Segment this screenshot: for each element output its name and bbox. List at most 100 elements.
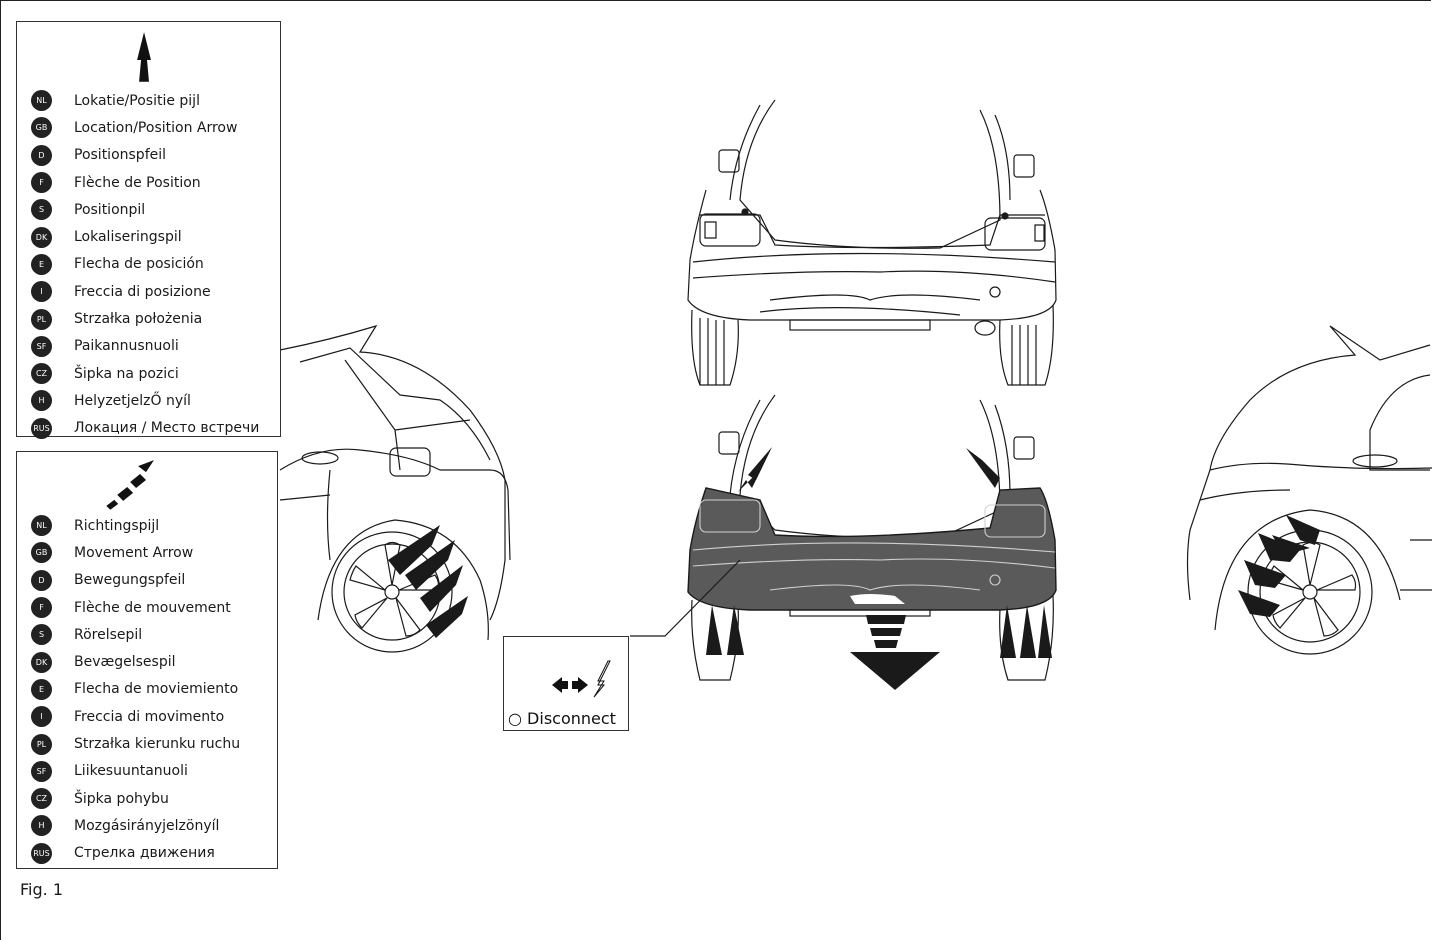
legend-row: I Freccia di posizione — [31, 278, 259, 305]
legend-row: F Flèche de Position — [31, 169, 259, 196]
language-code-badge: SF — [31, 760, 52, 782]
legend-label: Mozgásirányjelzönyíl — [74, 817, 220, 834]
legend-label: Freccia di posizione — [74, 283, 211, 300]
legend-row: H Mozgásirányjelzönyíl — [31, 812, 240, 839]
legend-row: I Freccia di movimento — [31, 703, 240, 730]
legend-label: Flecha de moviemiento — [74, 681, 239, 698]
language-code-badge: S — [31, 624, 52, 646]
right-car-side-view — [1186, 325, 1432, 655]
legend-label: Movement Arrow — [74, 544, 194, 561]
disconnect-callout: ○ Disconnect — [503, 636, 629, 731]
language-code-badge: SF — [31, 335, 52, 357]
left-car-movement-arrows — [388, 525, 468, 638]
legend-row: RUS Локация / Место встречи — [31, 415, 259, 442]
legend-label: Flecha de posición — [74, 256, 204, 273]
legend-row: NL Richtingspijl — [31, 512, 240, 539]
legend-row: E Flecha de posición — [31, 251, 259, 278]
legend-row: RUS Стрелка движения — [31, 840, 240, 867]
legend-label: Strzałka położenia — [74, 311, 203, 328]
language-code-badge: E — [31, 253, 52, 275]
legend-label: Paikannusnuoli — [74, 338, 179, 355]
rear-position-arrows — [738, 447, 1000, 492]
legend-label: Стрелка движения — [74, 845, 215, 862]
legend-label: Location/Position Arrow — [74, 119, 238, 136]
language-code-badge: PL — [31, 733, 52, 755]
legend-row: F Flèche de mouvement — [31, 594, 240, 621]
language-code-badge: CZ — [31, 363, 52, 385]
legend-row: PL Strzałka kierunku ruchu — [31, 730, 240, 757]
legend-label: Bevægelsespil — [74, 654, 176, 671]
legend-row: CZ Šipka na pozici — [31, 360, 259, 387]
rear-view-bottom — [691, 394, 1054, 681]
legend-label: Šipka pohybu — [74, 790, 169, 807]
language-code-badge: H — [31, 815, 52, 837]
legend-row: CZ Šipka pohybu — [31, 785, 240, 812]
legend-label: Lokatie/Positie pijl — [74, 92, 200, 109]
figure-label: Fig. 1 — [20, 880, 63, 899]
legend-label: Flèche de Position — [74, 174, 201, 191]
legend-row: DK Bevægelsespil — [31, 648, 240, 675]
language-code-badge: E — [31, 678, 52, 700]
solid-up-arrow-icon — [137, 32, 151, 82]
language-code-badge: DK — [31, 651, 52, 673]
legend-row: D Bewegungspfeil — [31, 567, 240, 594]
unplug-connector-icon — [552, 660, 611, 698]
legend-label: Freccia di movimento — [74, 708, 225, 725]
left-car-side-view — [279, 324, 511, 653]
legend-row: GB Location/Position Arrow — [31, 114, 259, 141]
legend-row: S Positionpil — [31, 196, 259, 223]
language-code-badge: D — [31, 569, 52, 591]
legend-row: SF Liikesuuntanuoli — [31, 758, 240, 785]
language-code-badge: I — [31, 281, 52, 303]
legend-label: Bewegungspfeil — [74, 572, 186, 589]
dashed-diagonal-arrow-icon — [106, 460, 154, 510]
language-code-badge: NL — [31, 90, 52, 112]
language-code-badge: NL — [31, 515, 52, 537]
language-code-badge: RUS — [31, 842, 52, 864]
rear-view-top — [687, 99, 1057, 386]
language-code-badge: H — [31, 390, 52, 412]
language-code-badge: PL — [31, 308, 52, 330]
legend-label: Strzałka kierunku ruchu — [74, 736, 241, 753]
legend-label: Positionpil — [74, 201, 146, 218]
legend-label: Flèche de mouvement — [74, 599, 231, 616]
rear-movement-arrows — [706, 605, 1052, 690]
rear-bumper-highlighted — [687, 487, 1057, 611]
legend-row: NL Lokatie/Positie pijl — [31, 87, 259, 114]
legend-label: Šipka na pozici — [74, 365, 179, 382]
callout-leader-line — [630, 559, 741, 637]
language-code-badge: CZ — [31, 788, 52, 810]
disconnect-label: ○ Disconnect — [508, 709, 616, 728]
legend-row: DK Lokaliseringspil — [31, 223, 259, 250]
language-code-badge: S — [31, 199, 52, 221]
legend-label: Richtingspijl — [74, 517, 160, 534]
legend-label: Liikesuuntanuoli — [74, 763, 188, 780]
legend-label: Positionspfeil — [74, 147, 167, 164]
language-code-badge: I — [31, 706, 52, 728]
language-code-badge: F — [31, 172, 52, 194]
legend-label: Rörelsepil — [74, 626, 143, 643]
legend-row: SF Paikannusnuoli — [31, 333, 259, 360]
language-code-badge: F — [31, 597, 52, 619]
legend-row: H HelyzetjelzŐ nyíl — [31, 387, 259, 414]
legend-row: S Rörelsepil — [31, 621, 240, 648]
language-code-badge: RUS — [31, 417, 52, 439]
language-code-badge: D — [31, 144, 52, 166]
legend-row: PL Strzałka położenia — [31, 305, 259, 332]
language-code-badge: GB — [31, 117, 52, 139]
legend-label: HelyzetjelzŐ nyíl — [74, 392, 191, 409]
legend-label: Lokaliseringspil — [74, 229, 182, 246]
legend-row: D Positionspfeil — [31, 142, 259, 169]
language-code-badge: DK — [31, 226, 52, 248]
legend-row: E Flecha de moviemiento — [31, 676, 240, 703]
legend-label: Локация / Место встречи — [74, 420, 260, 437]
language-code-badge: GB — [31, 542, 52, 564]
right-car-movement-arrows — [1238, 515, 1320, 617]
legend-row: GB Movement Arrow — [31, 539, 240, 566]
